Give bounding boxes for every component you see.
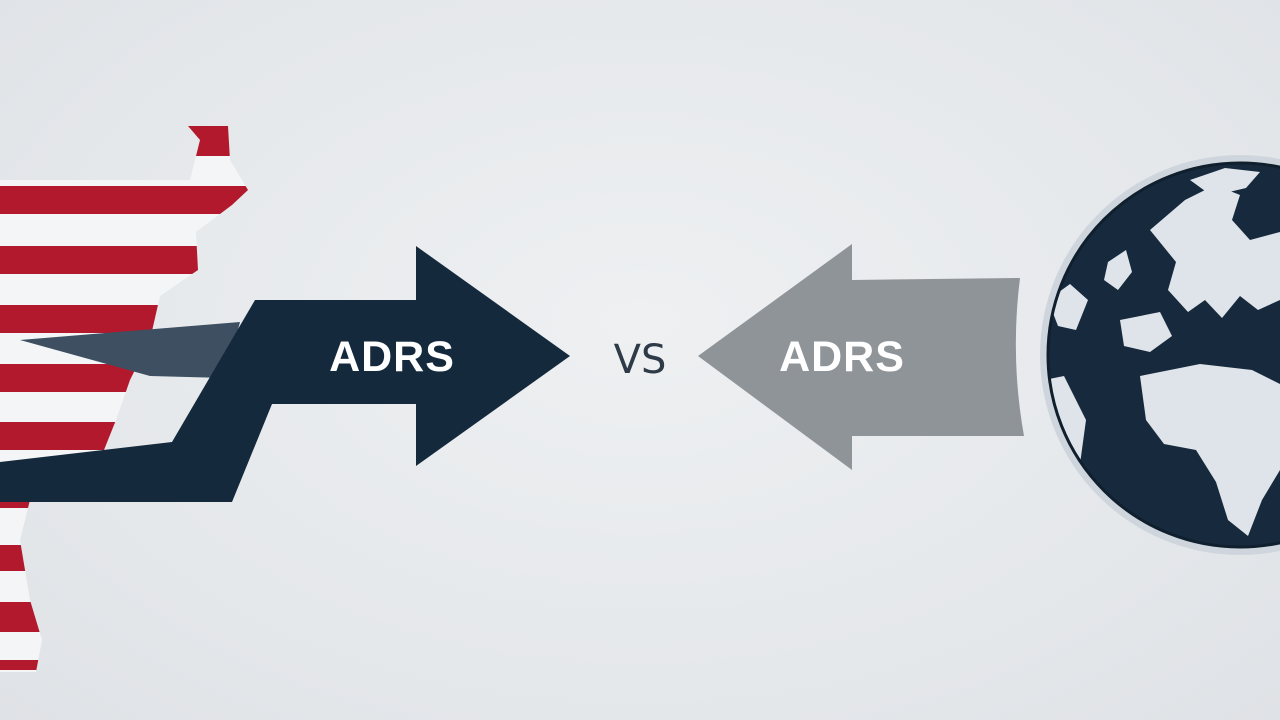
continent-uk [1104, 250, 1132, 290]
vs-label: VS [614, 337, 667, 383]
continent-southwest [1048, 376, 1086, 464]
right-arrow-label: ADRS [779, 333, 905, 381]
flag-stripe [0, 186, 248, 214]
flag-stripe [0, 126, 248, 156]
left-arrow [0, 246, 570, 502]
continent-north [1190, 168, 1260, 196]
flag-stripe [0, 545, 248, 571]
continent-africa [1140, 364, 1280, 536]
globe-icon [1040, 155, 1280, 555]
arrow-shadow-wedge [20, 322, 240, 378]
flag-stripe [0, 246, 248, 274]
right-arrow [698, 244, 1024, 470]
flag-stripe [0, 602, 248, 632]
continent-iberia [1120, 312, 1172, 352]
continent-europe [1150, 185, 1280, 318]
flag-stripe [0, 660, 248, 670]
left-arrow-label: ADRS [329, 333, 455, 381]
globe-continents [1048, 168, 1280, 536]
globe-outline [1046, 161, 1280, 549]
